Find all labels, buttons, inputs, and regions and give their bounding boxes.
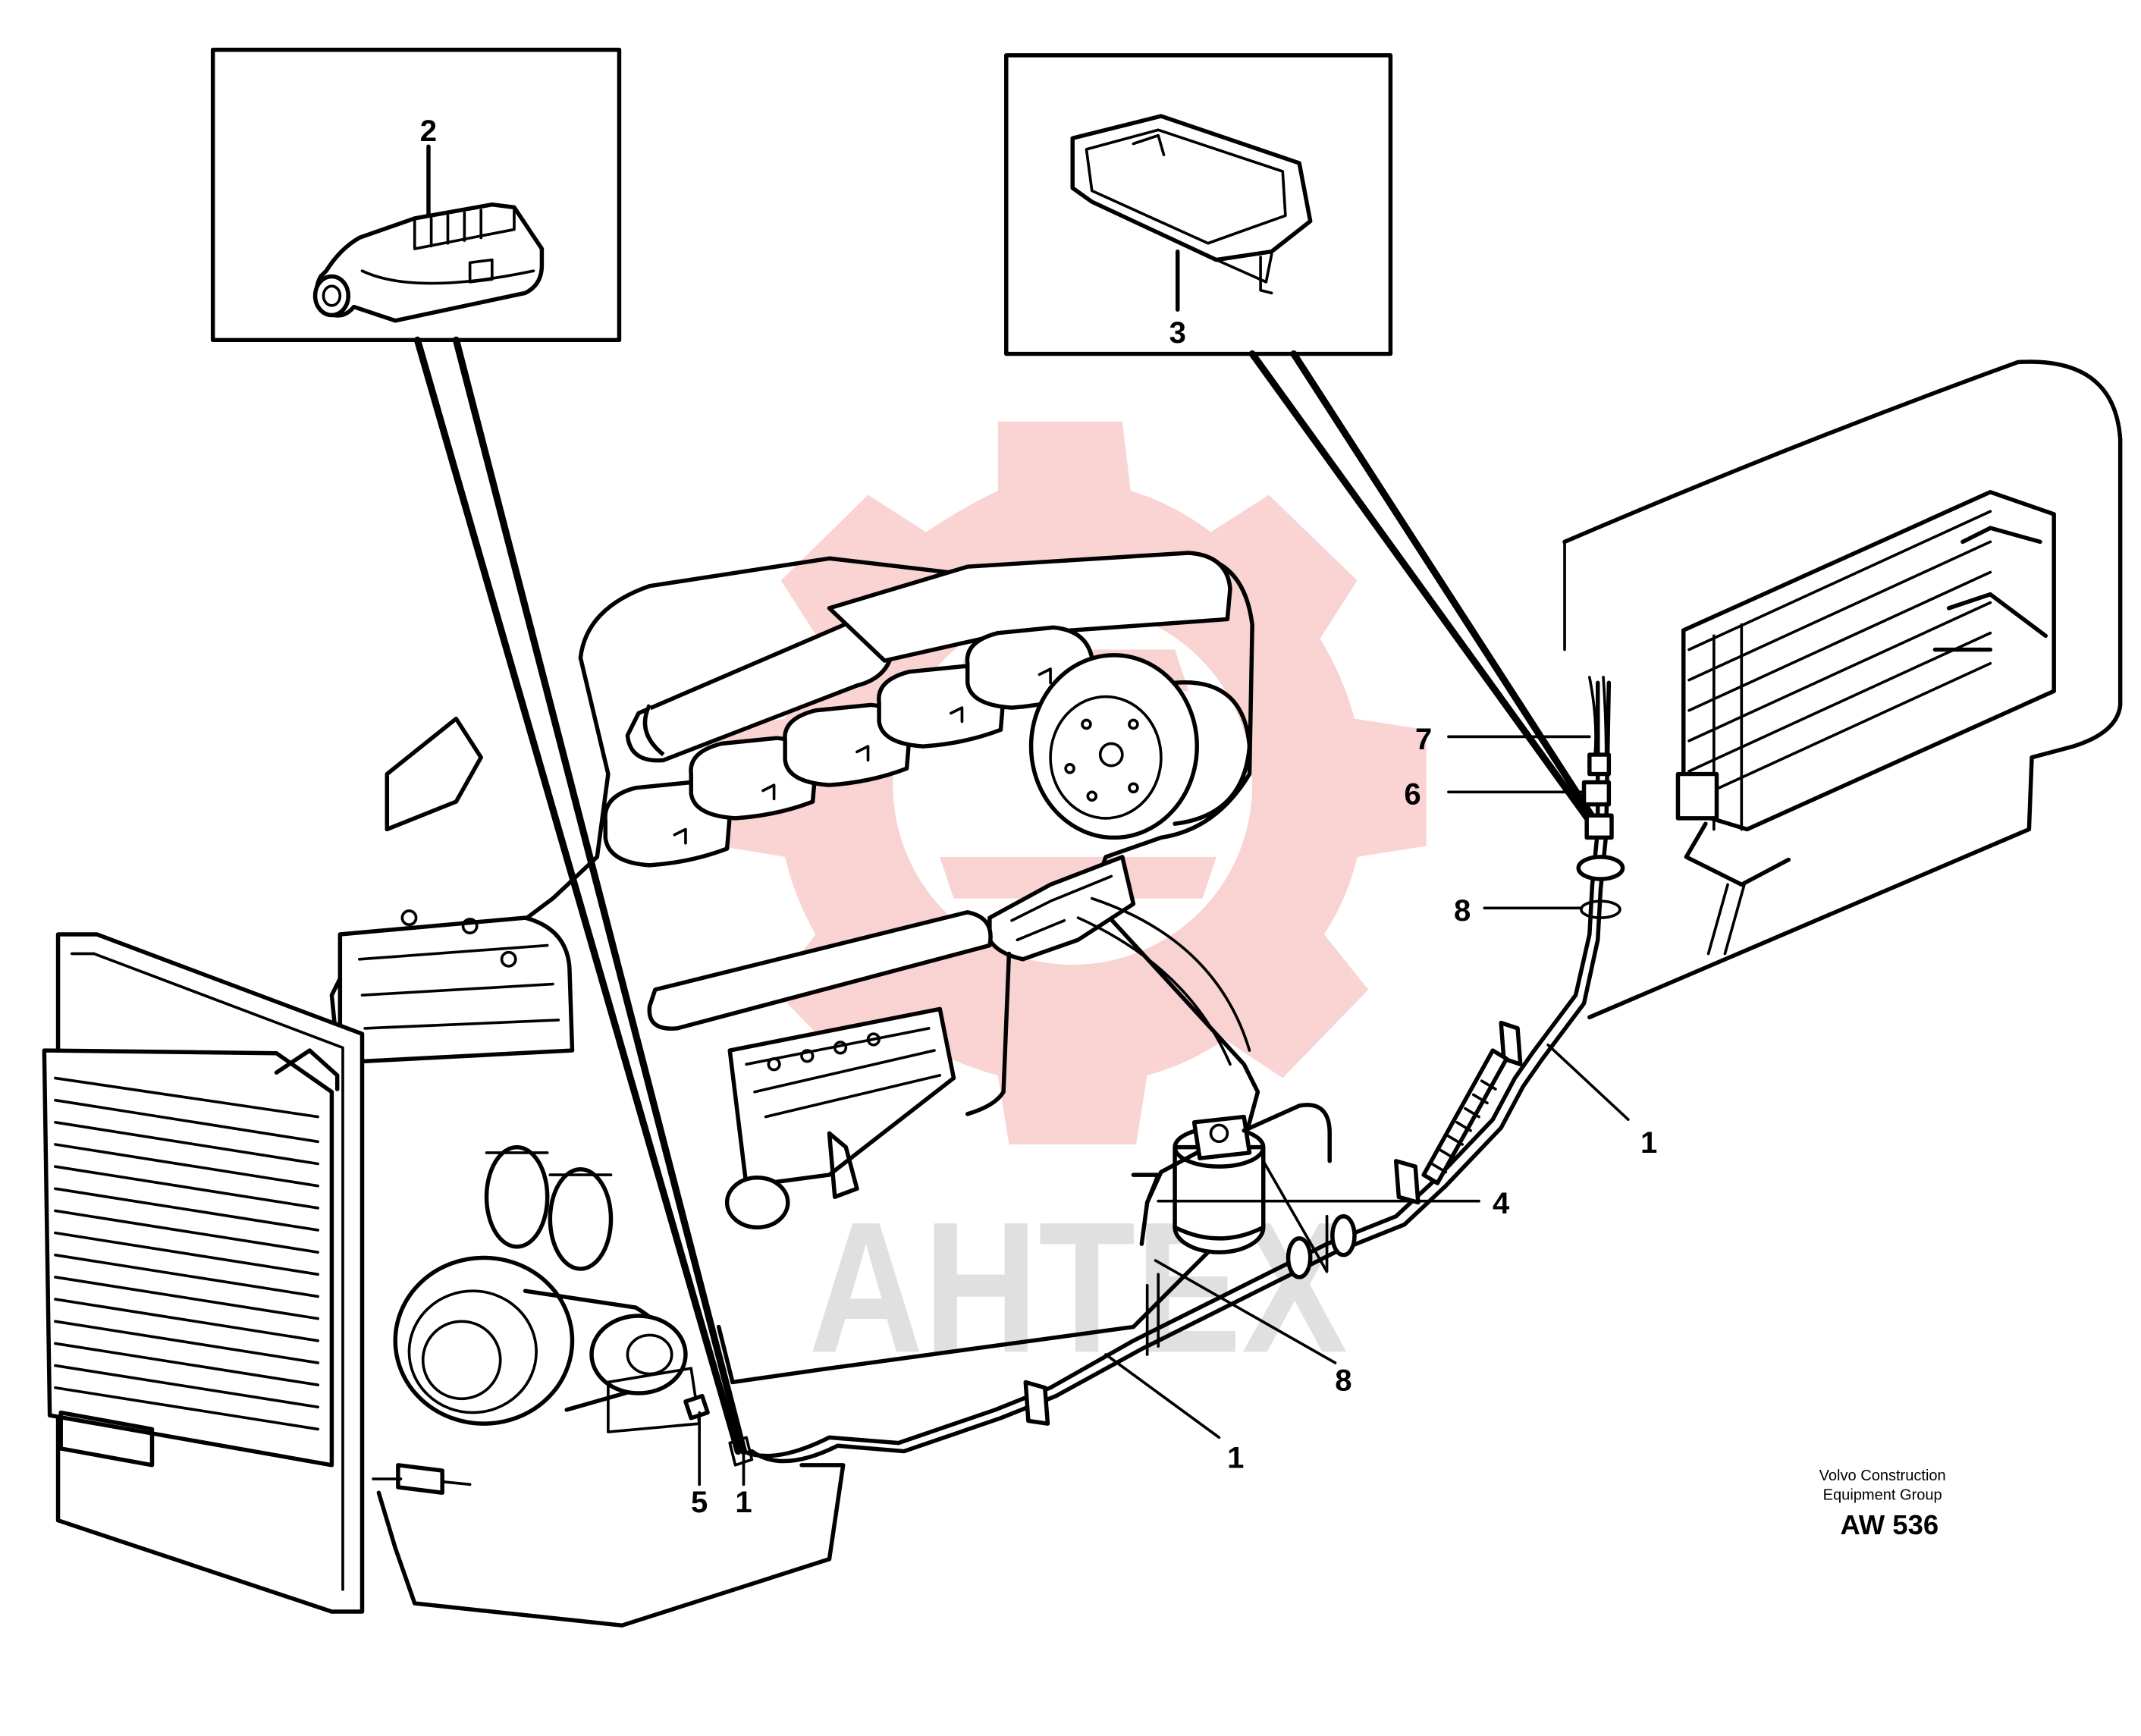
callout-8-upper: 8 (1454, 894, 1471, 928)
ac-compressor (589, 1314, 701, 1433)
condenser (42, 932, 472, 1614)
condenser-fins (54, 1076, 319, 1431)
callout-2: 2 (420, 115, 437, 148)
oil-filters (484, 1144, 614, 1271)
callout-1-right: 1 (1640, 1126, 1657, 1160)
callout-1-middle: 1 (1227, 1441, 1244, 1474)
callout-1-left: 1 (735, 1486, 752, 1519)
evaporator-core (1675, 490, 2056, 956)
caption-company-line1: Volvo Construction (1819, 1468, 1946, 1484)
harness-corrugated-sleeve (1421, 1048, 1509, 1185)
callout-numbers: 7 6 8 1 4 8 1 5 1 (691, 723, 1657, 1519)
callout-3: 3 (1169, 316, 1186, 350)
connector-stack (1576, 676, 1625, 919)
harness-clips (1023, 1020, 1523, 1426)
inset-connector: 2 (210, 47, 622, 343)
callout-7: 7 (1415, 723, 1432, 756)
drawing-code: AW 536 (1840, 1509, 1939, 1540)
caption-company-line2: Equipment Group (1823, 1486, 1942, 1503)
callout-8-lower: 8 (1335, 1364, 1351, 1397)
wiring-harness (683, 680, 1612, 1467)
inset-leader-lines (413, 336, 1599, 1455)
receiver-drier (1131, 1103, 1332, 1273)
connector-housing-icon (312, 202, 545, 323)
callout-5: 5 (691, 1486, 708, 1519)
clip-bracket-icon (1070, 114, 1313, 295)
callout-4: 4 (1493, 1187, 1510, 1220)
fuel-injection-pump (727, 1006, 956, 1199)
inset-bracket: 3 (1004, 53, 1393, 356)
turbocharger (1028, 653, 1252, 840)
callout-leaders (698, 735, 1630, 1486)
engine (329, 551, 1260, 1628)
evaporator-unit (1562, 359, 2123, 1020)
caption-block: Volvo Construction Equipment Group AW 53… (1819, 1468, 1946, 1540)
callout-6: 6 (1404, 778, 1421, 811)
